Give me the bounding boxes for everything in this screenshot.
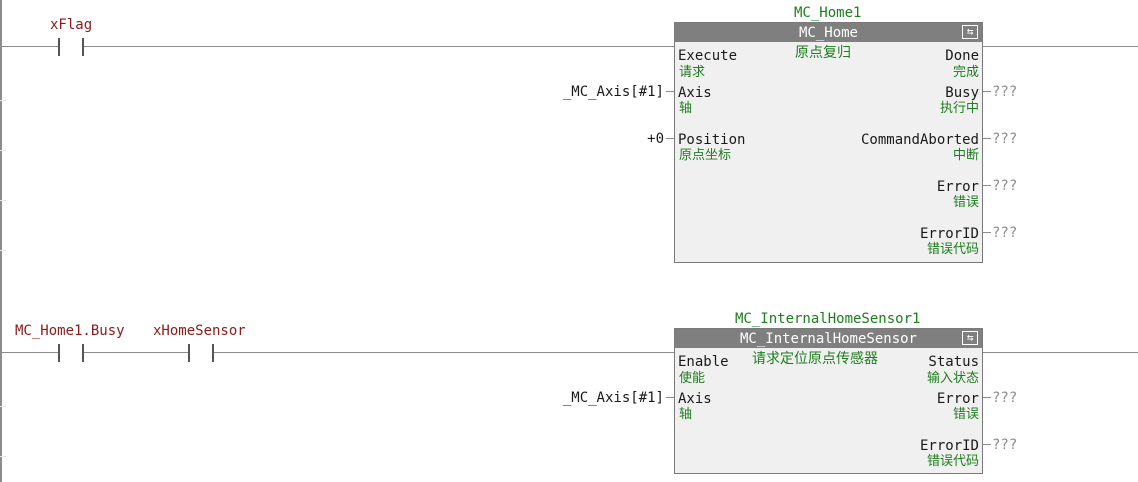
rung1-axis-input-wire (666, 91, 674, 92)
mc-internal-home-sensor-function-block[interactable]: MC_InternalHomeSensor ⇆ 请求定位原点传感器 Enable… (674, 328, 983, 474)
rung2-errorid-output-value[interactable]: ??? (992, 437, 1018, 453)
rung2-contact1-variable[interactable]: MC_Home1.Busy (15, 323, 125, 339)
fb-type-header: MC_InternalHomeSensor (675, 329, 982, 348)
input-pin-axis: Axis (678, 391, 712, 407)
left-power-rail (0, 0, 2, 482)
input-pin-execute-desc: 请求 (679, 65, 706, 80)
output-pin-busy: Busy (945, 85, 979, 101)
rung1-wire-left (2, 46, 58, 47)
rung1-busy-output-value[interactable]: ??? (992, 84, 1018, 100)
rung-tick (0, 150, 6, 151)
rung1-error-output-wire (983, 185, 991, 186)
input-pin-enable: Enable (678, 354, 729, 370)
rung2-contact2-variable[interactable]: xHomeSensor (153, 323, 246, 339)
rung1-aborted-output-wire (983, 138, 991, 139)
rung2-no-contact-1[interactable] (58, 344, 84, 362)
output-pin-command-aborted-desc: 中断 (952, 148, 979, 163)
rung-tick (0, 250, 6, 251)
rung-tick (0, 406, 6, 407)
output-pin-status: Status (928, 354, 979, 370)
output-pin-error: Error (936, 179, 979, 195)
output-pin-errorid: ErrorID (919, 226, 979, 242)
output-pin-error-desc: 错误 (952, 195, 979, 210)
output-pin-status-desc: 输入状态 (926, 371, 979, 386)
rung1-error-output-value[interactable]: ??? (992, 178, 1018, 194)
refresh-icon[interactable]: ⇆ (962, 25, 978, 39)
fb-description: 请求定位原点传感器 (752, 351, 878, 367)
rung-tick (0, 100, 6, 101)
rung1-busy-output-wire (983, 91, 991, 92)
output-pin-error: Error (936, 391, 979, 407)
rung2-no-contact-2[interactable] (188, 344, 214, 362)
input-pin-axis-desc: 轴 (679, 101, 693, 116)
rung2-wire-right (982, 352, 1138, 353)
rung1-axis-input-value[interactable]: _MC_Axis[#1] (562, 84, 664, 100)
input-pin-enable-desc: 使能 (679, 371, 706, 386)
refresh-icon[interactable]: ⇆ (962, 331, 978, 345)
rung2-wire-to-fb (214, 352, 675, 353)
output-pin-done-desc: 完成 (952, 65, 979, 80)
rung1-errorid-output-wire (983, 232, 991, 233)
rung2-axis-input-value[interactable]: _MC_Axis[#1] (562, 390, 664, 406)
fb-description: 原点复归 (795, 45, 851, 61)
rung1-position-input-wire (666, 138, 674, 139)
rung2-errorid-output-wire (983, 444, 991, 445)
rung2-wire-mid (84, 352, 188, 353)
rung-tick (0, 200, 6, 201)
rung1-fb-instance-name[interactable]: MC_Home1 (794, 5, 862, 21)
output-pin-done: Done (945, 48, 979, 64)
input-pin-axis-desc: 轴 (679, 407, 693, 422)
rung-tick (0, 456, 6, 457)
mc-home-function-block[interactable]: MC_Home ⇆ 原点复归 Execute 请求 Axis 轴 Positio… (674, 22, 983, 263)
rung1-wire-to-fb (84, 46, 675, 47)
fb-type-header: MC_Home (675, 23, 982, 42)
output-pin-command-aborted: CommandAborted (860, 132, 979, 148)
output-pin-busy-desc: 执行中 (939, 101, 979, 116)
input-pin-execute: Execute (678, 48, 738, 64)
rung1-errorid-output-value[interactable]: ??? (992, 225, 1018, 241)
rung1-position-input-value[interactable]: +0 (647, 131, 664, 147)
rung2-error-output-value[interactable]: ??? (992, 390, 1018, 406)
rung2-error-output-wire (983, 397, 991, 398)
output-pin-error-desc: 错误 (952, 407, 979, 422)
output-pin-errorid: ErrorID (919, 438, 979, 454)
rung1-contact-variable[interactable]: xFlag (50, 17, 93, 33)
input-pin-position-desc: 原点坐标 (679, 148, 732, 163)
rung1-wire-right (982, 46, 1138, 47)
input-pin-position: Position (678, 132, 746, 148)
output-pin-errorid-desc: 错误代码 (926, 454, 979, 469)
rung2-wire-left (2, 352, 58, 353)
rung1-aborted-output-value[interactable]: ??? (992, 131, 1018, 147)
input-pin-axis: Axis (678, 85, 712, 101)
rung2-axis-input-wire (666, 397, 674, 398)
output-pin-errorid-desc: 错误代码 (926, 242, 979, 257)
rung2-fb-instance-name[interactable]: MC_InternalHomeSensor1 (735, 311, 921, 327)
rung1-no-contact[interactable] (58, 38, 84, 56)
